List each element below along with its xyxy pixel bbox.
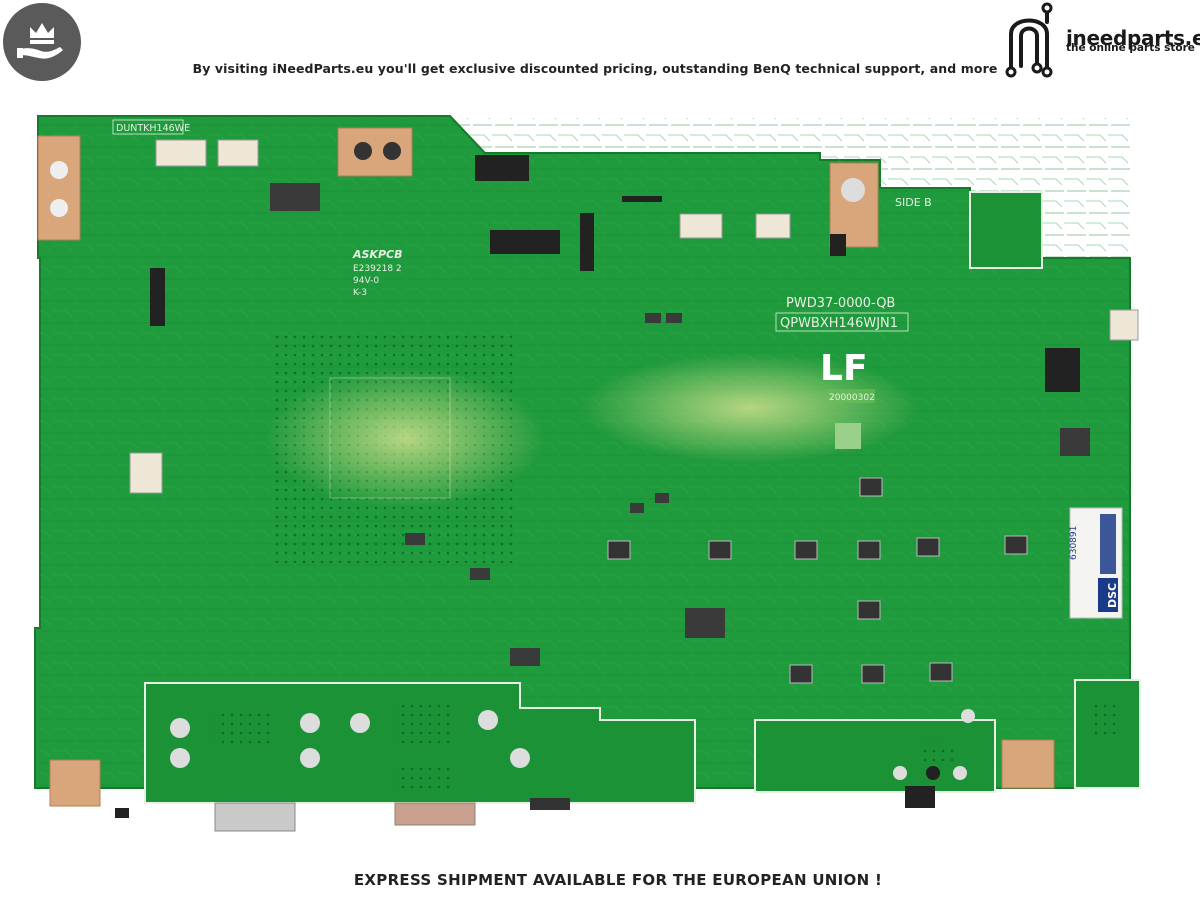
logo-name: ineedparts.eu bbox=[1066, 26, 1200, 50]
board-cert-line3: K-3 bbox=[353, 288, 367, 298]
promo-tagline: By visiting iNeedParts.eu you'll get exc… bbox=[192, 61, 998, 76]
board-cert-line1: E239218 2 bbox=[353, 264, 402, 274]
board-label-top-left: DUNTKH146WE bbox=[116, 123, 190, 134]
board-part-number: PWD37-0000-QB bbox=[786, 296, 895, 311]
logo-subtitle: the online parts store bbox=[1066, 42, 1195, 54]
sticker-serial-text: 630891 bbox=[1069, 526, 1079, 560]
board-model-code: QPWBXH146WJN1 bbox=[780, 316, 898, 331]
board-manufacturer: ASKPCB bbox=[352, 248, 402, 261]
board-date-code: 20000302 bbox=[829, 393, 875, 403]
board-side-label: SIDE B bbox=[895, 196, 932, 209]
brand-logo[interactable]: ineedparts.eu the online parts store bbox=[1003, 2, 1200, 80]
circuit-n-logo-icon bbox=[1005, 2, 1053, 78]
shipping-banner: EXPRESS SHIPMENT AVAILABLE FOR THE EUROP… bbox=[353, 871, 883, 889]
board-lf-mark: LF bbox=[820, 348, 868, 389]
crown-hand-icon bbox=[17, 23, 63, 59]
pcb-board-photo: DUNTKH146WE ASKPCB E239218 2 94V-0 K-3 S… bbox=[34, 115, 1141, 832]
serial-sticker bbox=[1069, 507, 1123, 619]
sticker-dsc-label: DSC bbox=[1106, 583, 1119, 608]
board-cert-line2: 94V-0 bbox=[353, 276, 379, 286]
crown-hand-badge bbox=[3, 3, 81, 81]
